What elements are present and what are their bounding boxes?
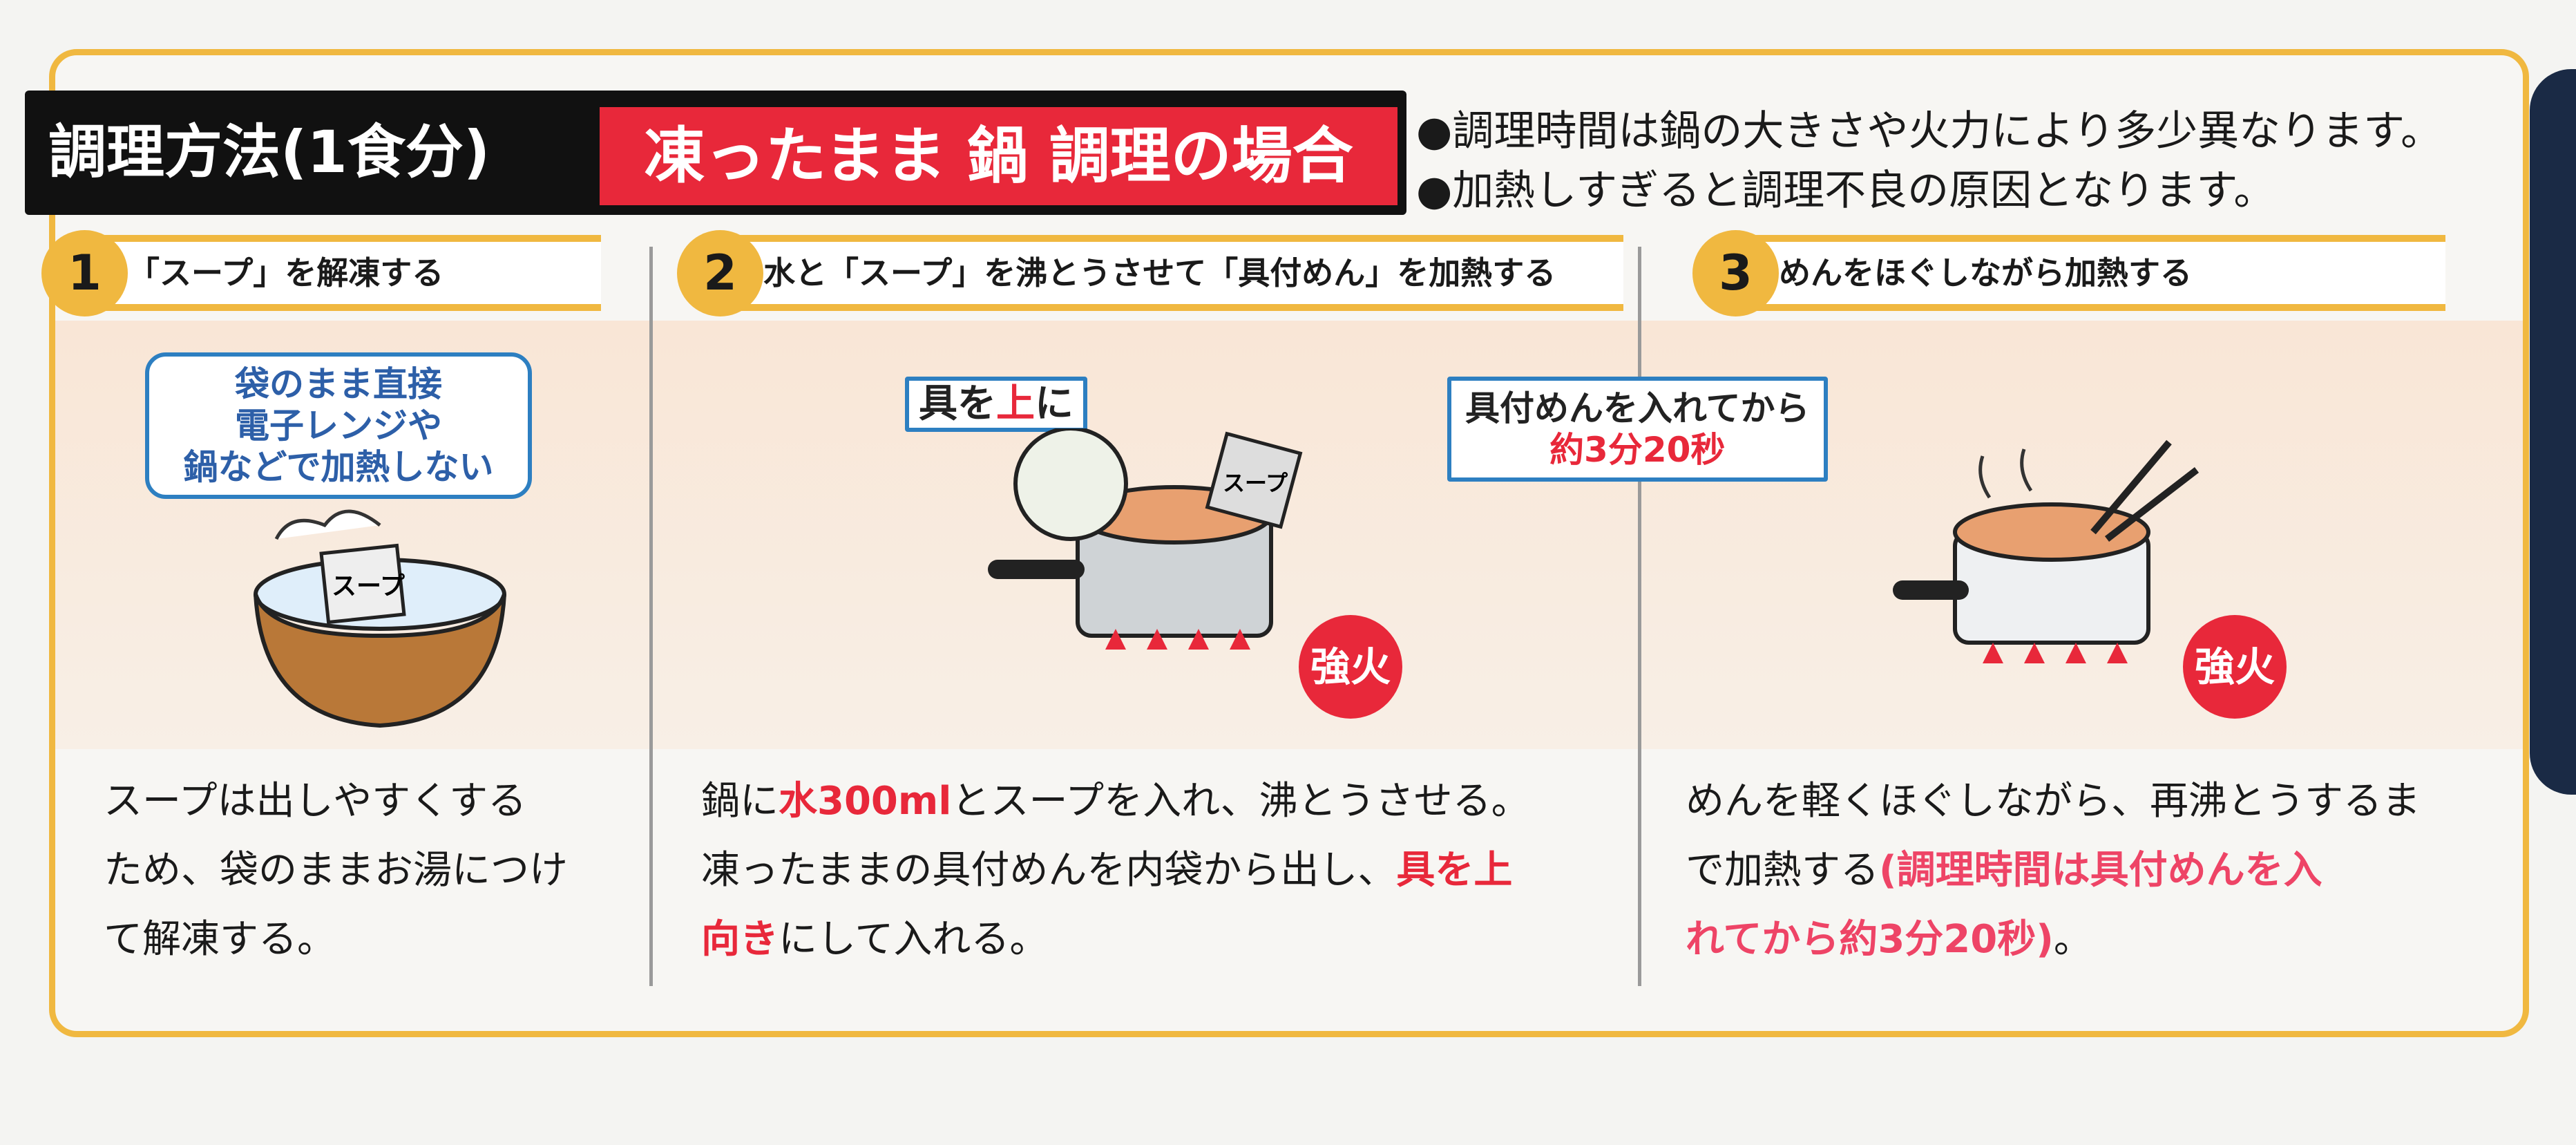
body-text: 鍋に — [701, 779, 779, 824]
step-3-number: 3 — [1692, 230, 1779, 316]
high-heat-badge: 強火 — [2183, 615, 2287, 719]
time-callout: 具付めんを入れてから 約3分20秒 — [1447, 377, 1828, 482]
divider — [1638, 247, 1641, 986]
method-badge: 凍ったまま 鍋 調理の場合 — [600, 107, 1397, 205]
step-1-number: 1 — [41, 230, 128, 316]
adjacent-panel — [2530, 69, 2576, 795]
body-text: 凍ったままの具付めんを内袋から出し、 — [701, 848, 1397, 893]
body-text: めんを軽くほぐしながら、再沸とうするま — [1686, 779, 2421, 824]
step-3-title: めんをほぐしながら加熱する — [1727, 235, 2445, 311]
body-text: にして入れる。 — [779, 917, 1049, 962]
callout-line: 電子レンジや — [235, 406, 442, 446]
packet-label: スープ — [1223, 470, 1288, 496]
callout-line: 袋のまま直接 — [235, 364, 442, 404]
ingredients-up-label: 具を上に — [905, 377, 1087, 432]
step-2-title: 水と「スープ」を沸とうさせて「具付めん」を加熱する — [712, 235, 1623, 311]
body-highlight: (調理時間は具付めんを入 — [1879, 848, 2322, 893]
step-2-number: 2 — [677, 230, 763, 316]
body-line: スープは出しやすくする — [104, 779, 527, 824]
pot-illustration: スープ — [988, 428, 1303, 650]
body-line: て解凍する。 — [104, 917, 336, 962]
bowl-illustration: スープ — [254, 509, 506, 728]
pot-chopsticks-illustration — [1893, 439, 2200, 663]
water-amount: 水300ml — [779, 779, 952, 824]
page-title: 調理方法(1食分) — [48, 118, 490, 186]
body-highlight: れてから約3分20秒) — [1686, 917, 2054, 962]
label-highlight: 上 — [996, 381, 1035, 426]
body-line: ため、袋のままお湯につけ — [104, 848, 568, 893]
step-1-warning-callout: 袋のまま直接 電子レンジや 鍋などで加熱しない — [145, 352, 532, 499]
step-2-body: 鍋に水300mlとスープを入れ、沸とうさせる。 凍ったままの具付めんを内袋から出… — [701, 767, 1530, 974]
body-highlight: 向き — [701, 917, 779, 962]
body-text: で加熱する — [1686, 848, 1879, 893]
note-1: ●調理時間は鍋の大きさや火力により多少異なります。 — [1416, 107, 2443, 155]
body-text: 。 — [2053, 917, 2092, 962]
step-1-title: 「スープ」を解凍する — [76, 235, 601, 311]
note-2: ●加熱しすぎると調理不良の原因となります。 — [1416, 167, 2276, 215]
callout-time: 約3分20秒 — [1549, 430, 1726, 470]
body-highlight: 具を上 — [1396, 848, 1513, 893]
step-3-body: めんを軽くほぐしながら、再沸とうするま で加熱する(調理時間は具付めんを入 れて… — [1686, 767, 2421, 974]
label-text: に — [1035, 381, 1074, 426]
high-heat-badge: 強火 — [1299, 615, 1402, 719]
label-text: 具を — [919, 381, 996, 426]
callout-line: 具付めんを入れてから — [1465, 388, 1810, 428]
divider — [649, 247, 653, 986]
step-1-body: スープは出しやすくする ため、袋のままお湯につけ て解凍する。 — [104, 767, 568, 974]
body-text: とスープを入れ、沸とうさせる。 — [951, 779, 1530, 824]
callout-line: 鍋などで加熱しない — [183, 447, 494, 487]
packet-label: スープ — [332, 572, 405, 600]
